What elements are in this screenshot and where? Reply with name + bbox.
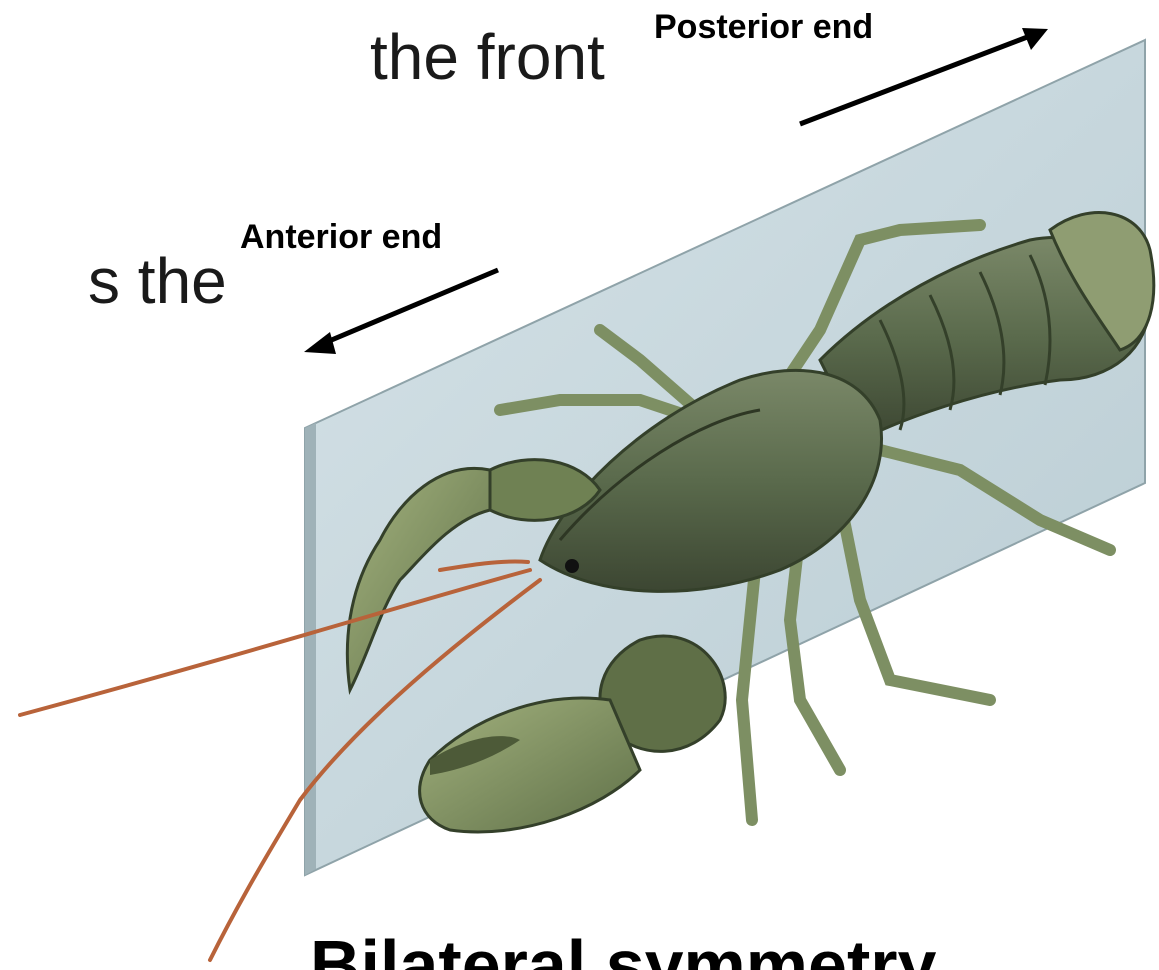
figure-caption: Bilateral symmetry (310, 930, 936, 970)
posterior-end-label: Posterior end (654, 8, 873, 47)
anterior-arrow (304, 270, 498, 354)
anterior-end-label: Anterior end (240, 218, 442, 257)
